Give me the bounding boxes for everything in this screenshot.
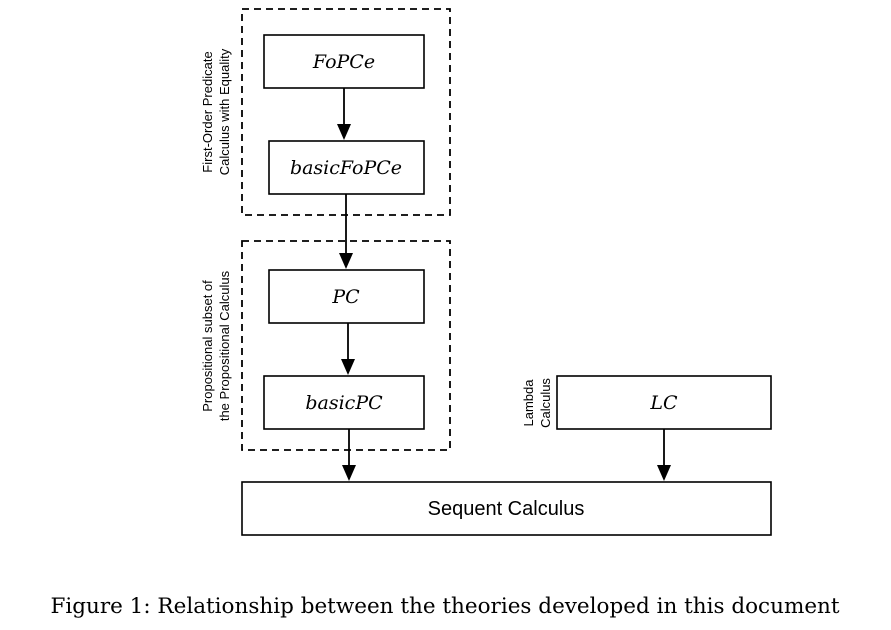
basic-pc-node bbox=[263, 375, 425, 430]
fopce-group-label-line-2: Calculus with Equality bbox=[217, 48, 232, 175]
lc-group-label-line-1: Lambda bbox=[521, 379, 536, 427]
lc-group-label-line-2: Calculus bbox=[538, 378, 553, 428]
pc-group-label-line-2: the Propositional Calculus bbox=[217, 270, 232, 421]
figure-caption: Figure 1: Relationship between the theor… bbox=[50, 594, 839, 619]
basic-fopce-node-label: basicFoPCe bbox=[290, 157, 402, 179]
sequent-calculus-node bbox=[241, 481, 772, 536]
arrowhead-lc-to-sequent-calculus bbox=[657, 465, 671, 481]
pc-group-label-line-1: Propositional subset of bbox=[200, 280, 215, 412]
arrowhead-basic-pc-to-sequent-calculus bbox=[342, 465, 356, 481]
fopce-node-label: FoPCe bbox=[312, 51, 375, 73]
pc-node-label: PC bbox=[331, 286, 360, 308]
basic-fopce-node bbox=[268, 140, 425, 195]
basic-pc-node-label: basicPC bbox=[305, 392, 383, 414]
fopce-group-label-line-1: First-Order Predicate bbox=[200, 51, 215, 172]
pc-group-frame bbox=[241, 240, 451, 451]
pc-node bbox=[268, 269, 425, 324]
sequent-calculus-node-label: Sequent Calculus bbox=[428, 498, 585, 520]
lc-node-label: LC bbox=[649, 392, 678, 414]
arrowhead-pc-to-basic-pc bbox=[341, 359, 355, 375]
arrowhead-basic-fopce-to-pc bbox=[339, 253, 353, 269]
arrowhead-fopce-to-basic-fopce bbox=[337, 124, 351, 140]
